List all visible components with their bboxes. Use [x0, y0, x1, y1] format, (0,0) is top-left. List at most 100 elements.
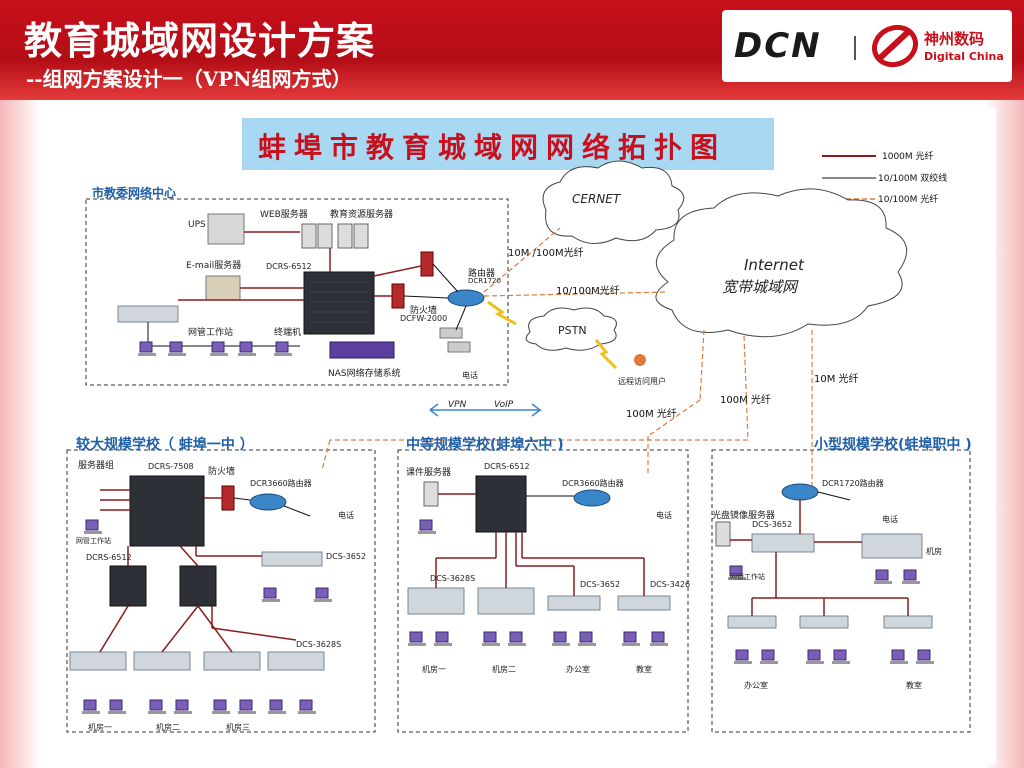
internet-cloud: [655, 188, 907, 338]
mid-dcs2-label: DCS-3652: [580, 580, 621, 589]
access-switch-mid-3: [547, 595, 601, 611]
phone-center-1: [439, 327, 463, 339]
access-switch-large-2: [133, 651, 191, 671]
router-mid: [573, 489, 611, 507]
pc-terminal-icon: [314, 587, 332, 602]
web-server-label: WEB服务器: [260, 210, 308, 220]
server-group-label: 服务器组: [78, 461, 115, 471]
mid-school-label: 中等规模学校(蚌埠六中 ): [406, 437, 564, 453]
pc-terminal-icon: [650, 631, 668, 646]
access-switch-mid-4: [617, 595, 671, 611]
pc-terminal-icon: [508, 631, 526, 646]
pc-terminal-icon: [916, 649, 934, 664]
firewall-large: [221, 485, 235, 511]
access-switch-large-4: [267, 651, 325, 671]
brand-name-cn: 神州数码: [924, 30, 985, 48]
edu-server-2: [353, 223, 369, 249]
firewall-center-1: [420, 251, 434, 277]
cernet-link-label: 10M /100M光纤: [508, 248, 584, 259]
internet-label: Internet: [744, 256, 804, 274]
pc-terminal-icon: [806, 649, 824, 664]
small-classroom-label: 教室: [906, 681, 922, 690]
mid-phone-label: 电话: [656, 511, 672, 520]
small-school-label: 小型规模学校(蚌埠职中 ): [814, 437, 972, 453]
edu-server-label: 教育资源服务器: [330, 210, 394, 220]
large-firewall-label: 防火墙: [208, 467, 236, 477]
mid-room2-label: 机房二: [492, 665, 516, 674]
large-dcs1-label: DCS-3652: [326, 552, 367, 561]
pc-terminal-icon: [108, 699, 126, 714]
dcs-switch-large: [261, 551, 323, 567]
firewall-model-label: DCFW-2000: [400, 314, 448, 323]
pc-terminal-icon: [902, 569, 920, 584]
nas-label: NAS网络存储系统: [328, 369, 401, 379]
mid-room1-label: 机房一: [422, 665, 446, 674]
small-server-label: 光盘镜像服务器: [712, 511, 776, 521]
edu-server-1: [337, 223, 353, 249]
large-room1-label: 机房一: [88, 723, 112, 732]
router-small: [781, 483, 819, 501]
diagram-title: 蚌埠市教育城域网网络拓扑图: [258, 131, 727, 164]
core-switch-label: DCRS-6512: [266, 262, 312, 271]
pc-terminal-icon: [168, 341, 186, 356]
core-switch-mid: [475, 475, 527, 533]
logo-panel: DCN 神州数码 Digital China: [722, 10, 1012, 82]
access-switch-mid-2: [477, 587, 535, 615]
email-server-label: E-mail服务器: [186, 261, 242, 271]
small-room-label: 机房: [926, 547, 942, 556]
large-school-zone-box: [66, 449, 376, 733]
slide-subtitle: --组网方案设计一（VPN组网方式）: [26, 67, 352, 91]
pc-terminal-icon: [408, 631, 426, 646]
mid-router-label: DCR3660路由器: [562, 479, 624, 488]
pc-terminal-icon: [148, 699, 166, 714]
vpn-arrow: [429, 403, 543, 417]
pc-terminal-icon: [890, 649, 908, 664]
slide-title: 教育城域网设计方案: [24, 18, 376, 63]
remote-user-label: 远程访问用户: [618, 377, 666, 386]
fiber-100m-label-a: 100M 光纤: [626, 409, 677, 420]
firewall-label: 防火墙: [410, 306, 438, 316]
pc-terminal-icon: [418, 519, 436, 534]
center-zone-box: [85, 198, 509, 386]
router-label: 路由器: [468, 269, 496, 279]
small-office-label: 办公室: [744, 681, 768, 690]
email-server: [205, 275, 241, 301]
large-room2-label: 机房二: [156, 723, 180, 732]
pc-terminal-icon: [82, 699, 100, 714]
diagram-title-box: 蚌埠市教育城域网网络拓扑图: [242, 118, 774, 170]
pstn-label: PSTN: [558, 324, 587, 337]
small-phone-label: 电话: [882, 515, 898, 524]
phone-center-2: [447, 341, 471, 353]
terminal-label: 终端机: [274, 328, 302, 338]
access-switch-small-2: [799, 615, 849, 629]
metro-network-label: 宽带城域网: [722, 278, 798, 296]
internet-link-label: 10/100M光纤: [556, 286, 620, 297]
router-center: [447, 289, 485, 307]
ups-label: UPS: [188, 220, 206, 230]
pc-terminal-icon: [274, 341, 292, 356]
vpn-label: VPN: [448, 400, 467, 410]
mid-core-label: DCRS-6512: [484, 462, 530, 471]
mid-dcs3-label: DCS-3426: [650, 580, 691, 589]
mirror-server: [715, 521, 731, 547]
pc-terminal-icon: [482, 631, 500, 646]
pc-terminal-icon: [238, 341, 256, 356]
large-dcs2-label: DCS-3628S: [296, 640, 342, 649]
mid-school-zone-box: [397, 449, 689, 733]
access-switch-small-3: [883, 615, 933, 629]
large-room3-label: 机房三: [226, 723, 250, 732]
pstn-lightning: [487, 300, 517, 326]
pc-terminal-icon: [212, 699, 230, 714]
legend-twisted-pair-label: 10/100M 双绞线: [878, 174, 948, 184]
mid-office-label: 办公室: [566, 665, 590, 674]
phone-center-label: 电话: [462, 371, 478, 380]
pc-terminal-icon: [434, 631, 452, 646]
mid-classroom-label: 教室: [636, 665, 652, 674]
agg-switch-large-2: [179, 565, 217, 607]
large-school-label: 较大规模学校（ 蚌埠一中 ）: [76, 437, 254, 453]
pc-terminal-icon: [832, 649, 850, 664]
small-workstation-label: 网管工作站: [730, 573, 765, 581]
large-workstation-label: 网管工作站: [76, 537, 111, 545]
large-agg-label: DCRS-6512: [86, 553, 132, 562]
